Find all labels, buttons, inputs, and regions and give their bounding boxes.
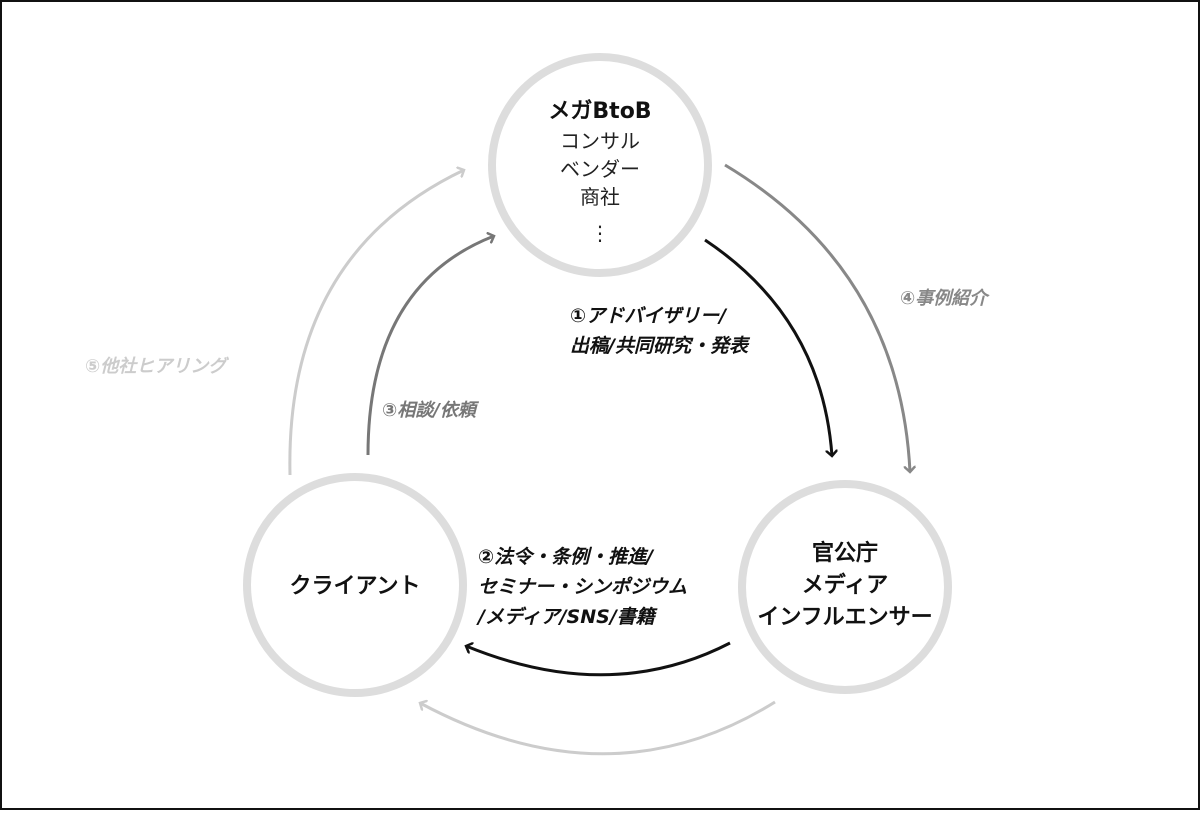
flow-1-label: ①アドバイザリー/ — [570, 305, 728, 327]
node-top-line: 商社 — [580, 185, 620, 209]
node-top-line: ベンダー — [560, 157, 640, 181]
flow-2-label: ②法令・条例・推進/ — [478, 546, 655, 568]
node-right-line: インフルエンサー — [757, 605, 932, 630]
node-circle-top — [488, 53, 712, 277]
arrow-return — [420, 702, 776, 756]
flow-2-label: /メディア/SNS/書籍 — [476, 606, 658, 628]
node-right-line: 官公庁 — [812, 540, 878, 566]
arrow-3 — [366, 236, 494, 456]
flow-2-label: セミナー・シンポジウム — [478, 576, 687, 598]
node-circle-right — [738, 480, 952, 694]
flow-3-label: ③相談/依頼 — [382, 400, 480, 421]
arrow-1 — [704, 238, 832, 456]
node-left-title: クライアント — [289, 574, 420, 599]
node-right-line: メディア — [802, 572, 888, 598]
node-top-line: コンサル — [560, 129, 640, 153]
flow-4-label: ④事例紹介 — [900, 288, 990, 309]
node-top-line: ⋮ — [590, 221, 610, 245]
node-top-title: メガBtoB — [548, 99, 651, 124]
flow-1-label: 出稿/共同研究・発表 — [570, 335, 751, 357]
flow-5-label: ⑤他社ヒアリング — [85, 356, 229, 377]
arrow-5 — [288, 170, 464, 476]
arrow-2 — [466, 643, 731, 677]
arrow-4 — [724, 163, 910, 472]
node-circle-left — [243, 473, 467, 697]
